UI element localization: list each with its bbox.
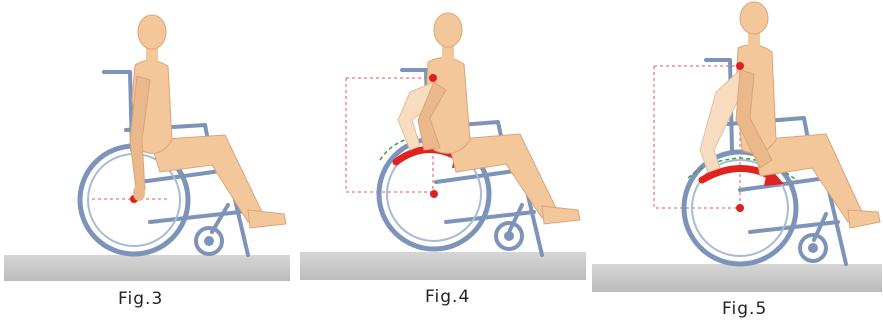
wheel-hub-marker — [430, 190, 438, 198]
figure-3-panel: Fig.3 — [0, 0, 298, 320]
figure-5-panel: Fig.5 — [590, 0, 883, 320]
figure-4-illustration — [298, 0, 590, 320]
figure-4-panel: Fig.4 — [298, 0, 590, 320]
figure-5-illustration — [590, 0, 883, 320]
figure-5-caption: Fig.5 — [722, 299, 767, 319]
figure-3-illustration — [0, 0, 298, 320]
figure-4-caption: Fig.4 — [425, 287, 470, 307]
shoulder-joint-marker — [736, 62, 744, 70]
shoulder-joint-marker — [429, 74, 437, 82]
floor — [4, 255, 290, 281]
figure-3-caption: Fig.3 — [118, 289, 163, 309]
seated-person — [700, 2, 880, 228]
seated-person — [130, 15, 286, 228]
floor — [592, 264, 882, 292]
wheel-hub-marker — [736, 204, 744, 212]
